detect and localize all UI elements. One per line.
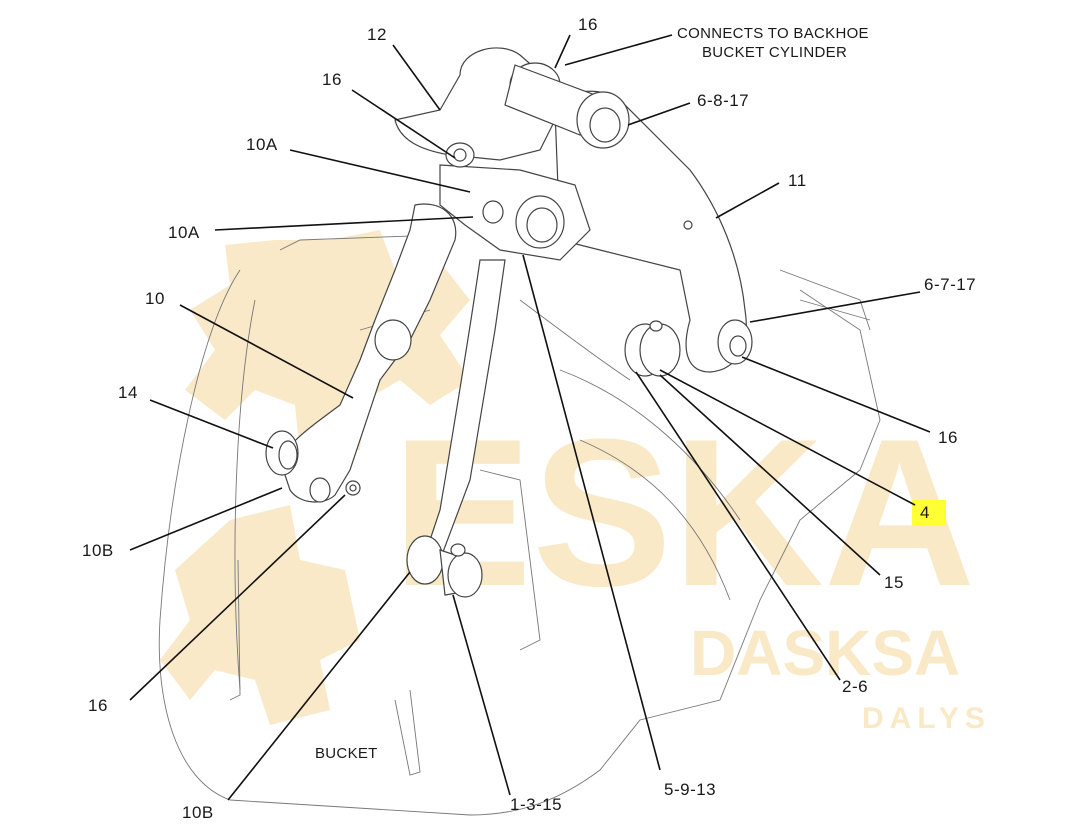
watermark-sub2-text: DALYS — [862, 702, 991, 735]
bolt-16-left — [345, 480, 361, 496]
pin-6-7-17 — [717, 319, 753, 365]
label-4: 4 — [920, 503, 930, 522]
label-16-left: 16 — [88, 696, 108, 715]
watermark-sub-text: DASKSA — [690, 617, 960, 689]
pin-2 — [624, 320, 681, 377]
pin-14 — [265, 430, 299, 476]
pin-top — [504, 64, 630, 149]
highlight-item-4 — [912, 500, 946, 526]
notes: CONNECTS TO BACKHOE BUCKET CYLINDER BUCK… — [315, 25, 869, 762]
label-15: 15 — [884, 573, 904, 592]
watermark-gear-lower-icon — [160, 505, 360, 725]
label-11: 11 — [788, 171, 807, 190]
leader-lines — [129, 34, 931, 801]
part-labels: 12 16 16 10A 10A 10 14 10B 16 10B 1-3-15… — [82, 15, 976, 822]
label-16-upper: 16 — [322, 70, 342, 89]
pin-1 — [406, 535, 483, 598]
label-10A-lower: 10A — [168, 223, 200, 242]
label-1-3-15: 1-3-15 — [510, 795, 562, 814]
label-12: 12 — [367, 25, 387, 44]
label-10B-left: 10B — [82, 541, 114, 560]
label-14: 14 — [118, 383, 138, 402]
label-10: 10 — [145, 289, 165, 308]
note-bucket: BUCKET — [315, 745, 378, 762]
watermark-main-text: ESKA — [392, 395, 975, 630]
label-10A-upper: 10A — [246, 135, 278, 154]
link-10A — [439, 142, 591, 261]
note-connects-line1: CONNECTS TO BACKHOE — [677, 25, 869, 42]
label-10B-bottom: 10B — [182, 803, 214, 822]
bucket-body — [158, 234, 881, 816]
label-6-7-17: 6-7-17 — [924, 275, 976, 294]
label-5-9-13: 5-9-13 — [664, 780, 716, 799]
watermark: ESKA DASKSA DALYS — [160, 230, 991, 735]
note-connects-line2: BUCKET CYLINDER — [702, 44, 847, 61]
label-6-8-17: 6-8-17 — [697, 91, 749, 110]
label-16-top: 16 — [578, 15, 598, 34]
link-10 — [279, 203, 457, 503]
label-2-6: 2-6 — [842, 677, 868, 696]
label-16-right: 16 — [938, 428, 958, 447]
